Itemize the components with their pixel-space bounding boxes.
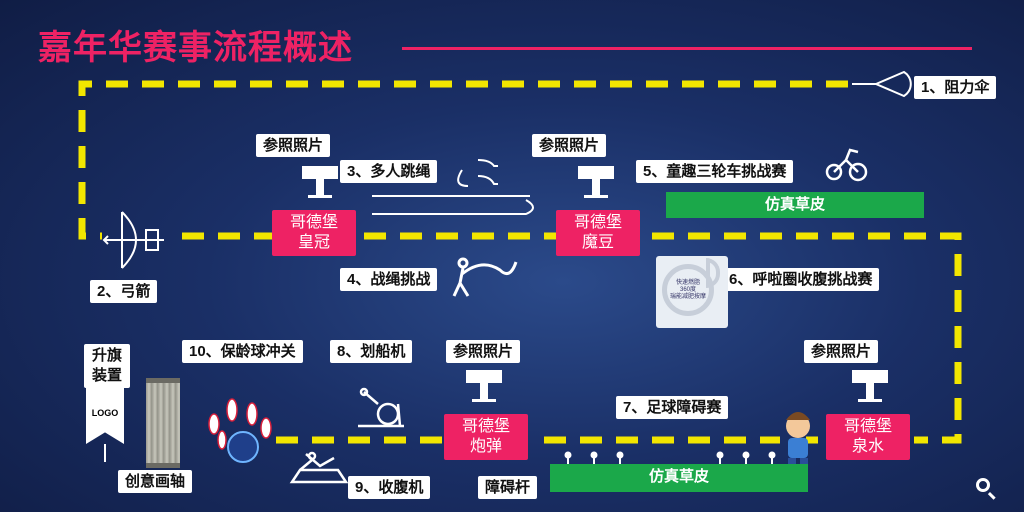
scroll-label: 创意画轴: [118, 470, 193, 493]
route-top: [78, 80, 848, 240]
checkpoint-line-1: 哥德堡: [461, 418, 510, 435]
flag-ceremony-line-1: 升旗: [91, 347, 122, 364]
station-7-label: 7、足球障碍赛: [616, 396, 729, 419]
checkpoint-cannon: 哥德堡 炮弹: [444, 414, 528, 460]
station-6-label: 6、呼啦圈收腹挑战赛: [722, 268, 880, 291]
obstacle-pole-label: 障碍杆: [478, 476, 538, 499]
checkpoint-bean: 哥德堡 魔豆: [556, 210, 640, 256]
bow-arrow-icon: [102, 211, 164, 269]
checkpoint-line-2: 炮弹: [469, 438, 502, 455]
hula-text-2: 360度: [679, 287, 696, 293]
turf-bottom: 仿真草皮: [550, 464, 808, 492]
title-underline: [402, 47, 972, 50]
rowing-machine-icon: [358, 387, 404, 428]
tricycle-icon: [825, 148, 868, 182]
search-icon[interactable]: [976, 478, 990, 492]
flag-logo: LOGO: [91, 408, 119, 418]
checkpoint-line-1: 哥德堡: [573, 214, 622, 231]
station-9-label: 9、收腹机: [348, 476, 431, 499]
ab-machine-icon: [289, 451, 349, 484]
flag-ceremony-line-2: 装置: [91, 367, 122, 384]
bowling-icon: [208, 398, 272, 463]
page-title: 嘉年华赛事流程概述: [38, 29, 353, 67]
route-mid-right: [652, 232, 962, 444]
station-10-label: 10、保龄球冲关: [182, 340, 303, 363]
jump-rope-icon: [372, 159, 534, 215]
station-3-label: 3、多人跳绳: [340, 160, 438, 183]
station-2-label: 2、弓箭: [90, 280, 158, 303]
turf-top: 仿真草皮: [666, 192, 924, 218]
reference-photo-label: 参照照片: [804, 340, 879, 363]
reference-photo-label: 参照照片: [446, 340, 521, 363]
station-4-label: 4、战绳挑战: [340, 268, 438, 291]
hula-text-1: 快速燃脂: [675, 280, 700, 286]
checkpoint-line-2: 魔豆: [581, 234, 614, 251]
flag-pole: [104, 444, 106, 462]
flag-icon: LOGO: [86, 386, 124, 444]
station-5-label: 5、童趣三轮车挑战赛: [636, 160, 794, 183]
hula-hoop-image: 快速燃脂 360度 瑞能减肥按摩: [656, 256, 728, 328]
battle-rope-icon: [452, 257, 518, 297]
hula-text-3: 瑞能减肥按摩: [669, 294, 706, 300]
checkpoint-line-2: 泉水: [851, 438, 884, 455]
station-1-label: 1、阻力伞: [914, 76, 997, 99]
station-8-label: 8、划船机: [330, 340, 413, 363]
checkpoint-fountain: 哥德堡 泉水: [826, 414, 910, 460]
scroll-icon: [146, 378, 180, 468]
checkpoint-line-1: 哥德堡: [289, 214, 338, 231]
flag-ceremony-label: 升旗 装置: [84, 344, 130, 388]
checkpoint-line-2: 皇冠: [297, 234, 330, 251]
reference-photo-label: 参照照片: [532, 134, 607, 157]
checkpoint-line-1: 哥德堡: [843, 418, 892, 435]
reference-photo-label: 参照照片: [256, 134, 331, 157]
checkpoint-crown: 哥德堡 皇冠: [272, 210, 356, 256]
parachute-icon: [852, 70, 912, 98]
